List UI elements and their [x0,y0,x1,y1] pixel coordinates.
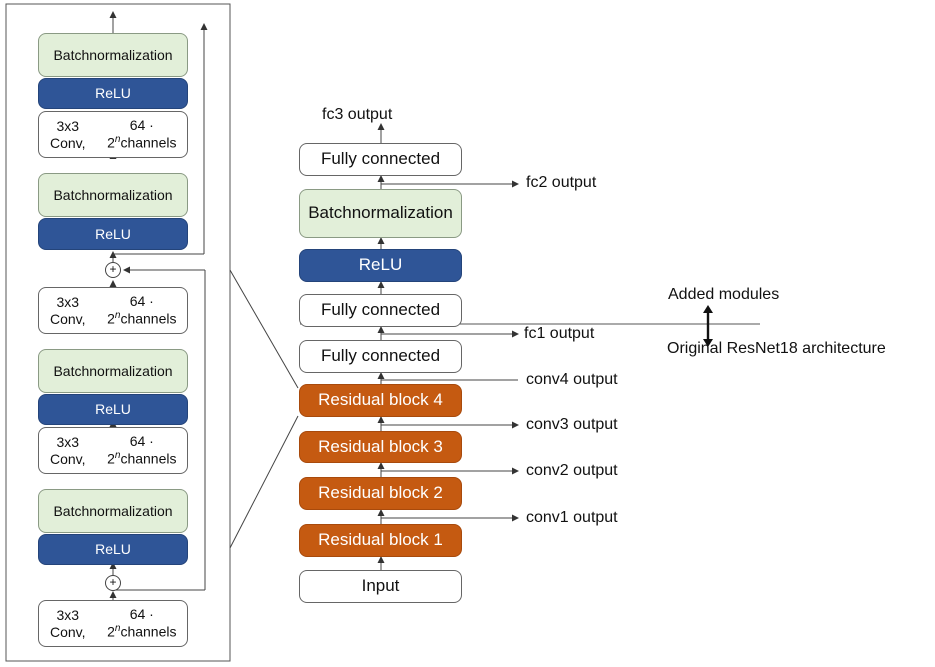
conv-line1: 3x3 Conv, [50,117,86,151]
conv-line1: 3x3 Conv, [50,293,86,327]
detail-bn-1: Batch normalization [38,33,188,77]
zoom-line-bottom [229,415,299,549]
detail-relu-1: ReLU [38,78,188,109]
fully-connected-top: Fully connected [299,143,462,176]
relu-label: ReLU [95,225,131,242]
conv-line2: 64 · 2nchannels [107,433,177,467]
relu-main: ReLU [299,249,462,282]
relu-label: ReLU [95,541,131,558]
conv-line2: 64 · 2nchannels [107,293,177,327]
added-modules-label: Added modules [668,286,780,303]
detail-bn-3: Batch normalization [38,349,188,393]
fully-connected-middle: Fully connected [299,294,462,327]
add-icon-lower: + [105,575,121,591]
fully-connected-bottom: Fully connected [299,340,462,373]
fc3-output-label: fc3 output [322,106,393,123]
add-icon-upper: + [105,262,121,278]
bn-line2: normalization [89,186,173,203]
fc2-output-label: fc2 output [526,174,597,191]
bn-line1: Batch [53,46,90,63]
detail-bn-2: Batch normalization [38,173,188,217]
detail-panel-frame [5,3,231,662]
detail-conv-1: 3x3 Conv, 64 · 2nchannels [38,111,188,158]
detail-conv-4: 3x3 Conv, 64 · 2nchannels [38,600,188,647]
bn-line2: normalization [89,502,173,519]
relu-label: ReLU [95,85,131,102]
conv1-output-label: conv1 output [526,509,618,526]
residual-block-3: Residual block 3 [299,431,462,463]
conv4-output-label: conv4 output [526,371,618,388]
residual-block-4: Residual block 4 [299,384,462,417]
bn-line2: normalization [89,46,173,63]
bn-line1: Batch [53,502,90,519]
detail-conv-3: 3x3 Conv, 64 · 2nchannels [38,427,188,474]
conv3-output-label: conv3 output [526,416,618,433]
residual-block-2: Residual block 2 [299,477,462,510]
detail-relu-2: ReLU [38,218,188,250]
fc1-output-label: fc1 output [524,325,595,342]
bn-line1: Batch [53,362,90,379]
relu-label: ReLU [95,401,131,418]
double-arrow-icon [703,305,713,347]
batch-normalization-main: Batch normalization [299,189,462,238]
detail-bn-4: Batch normalization [38,489,188,533]
conv-line2: 64 · 2nchannels [107,606,177,640]
detail-relu-4: ReLU [38,534,188,565]
bn-line1: Batch [53,186,90,203]
original-resnet18-label: Original ResNet18 architecture [667,340,886,357]
zoom-line-top [229,269,299,389]
conv-line1: 3x3 Conv, [50,606,86,640]
detail-conv-2: 3x3 Conv, 64 · 2nchannels [38,287,188,334]
conv-line2: 64 · 2nchannels [107,117,177,151]
bn-line2: normalization [89,362,173,379]
conv-line1: 3x3 Conv, [50,433,86,467]
detail-relu-3: ReLU [38,394,188,425]
input-box: Input [299,570,462,603]
residual-block-1: Residual block 1 [299,524,462,557]
conv2-output-label: conv2 output [526,462,618,479]
